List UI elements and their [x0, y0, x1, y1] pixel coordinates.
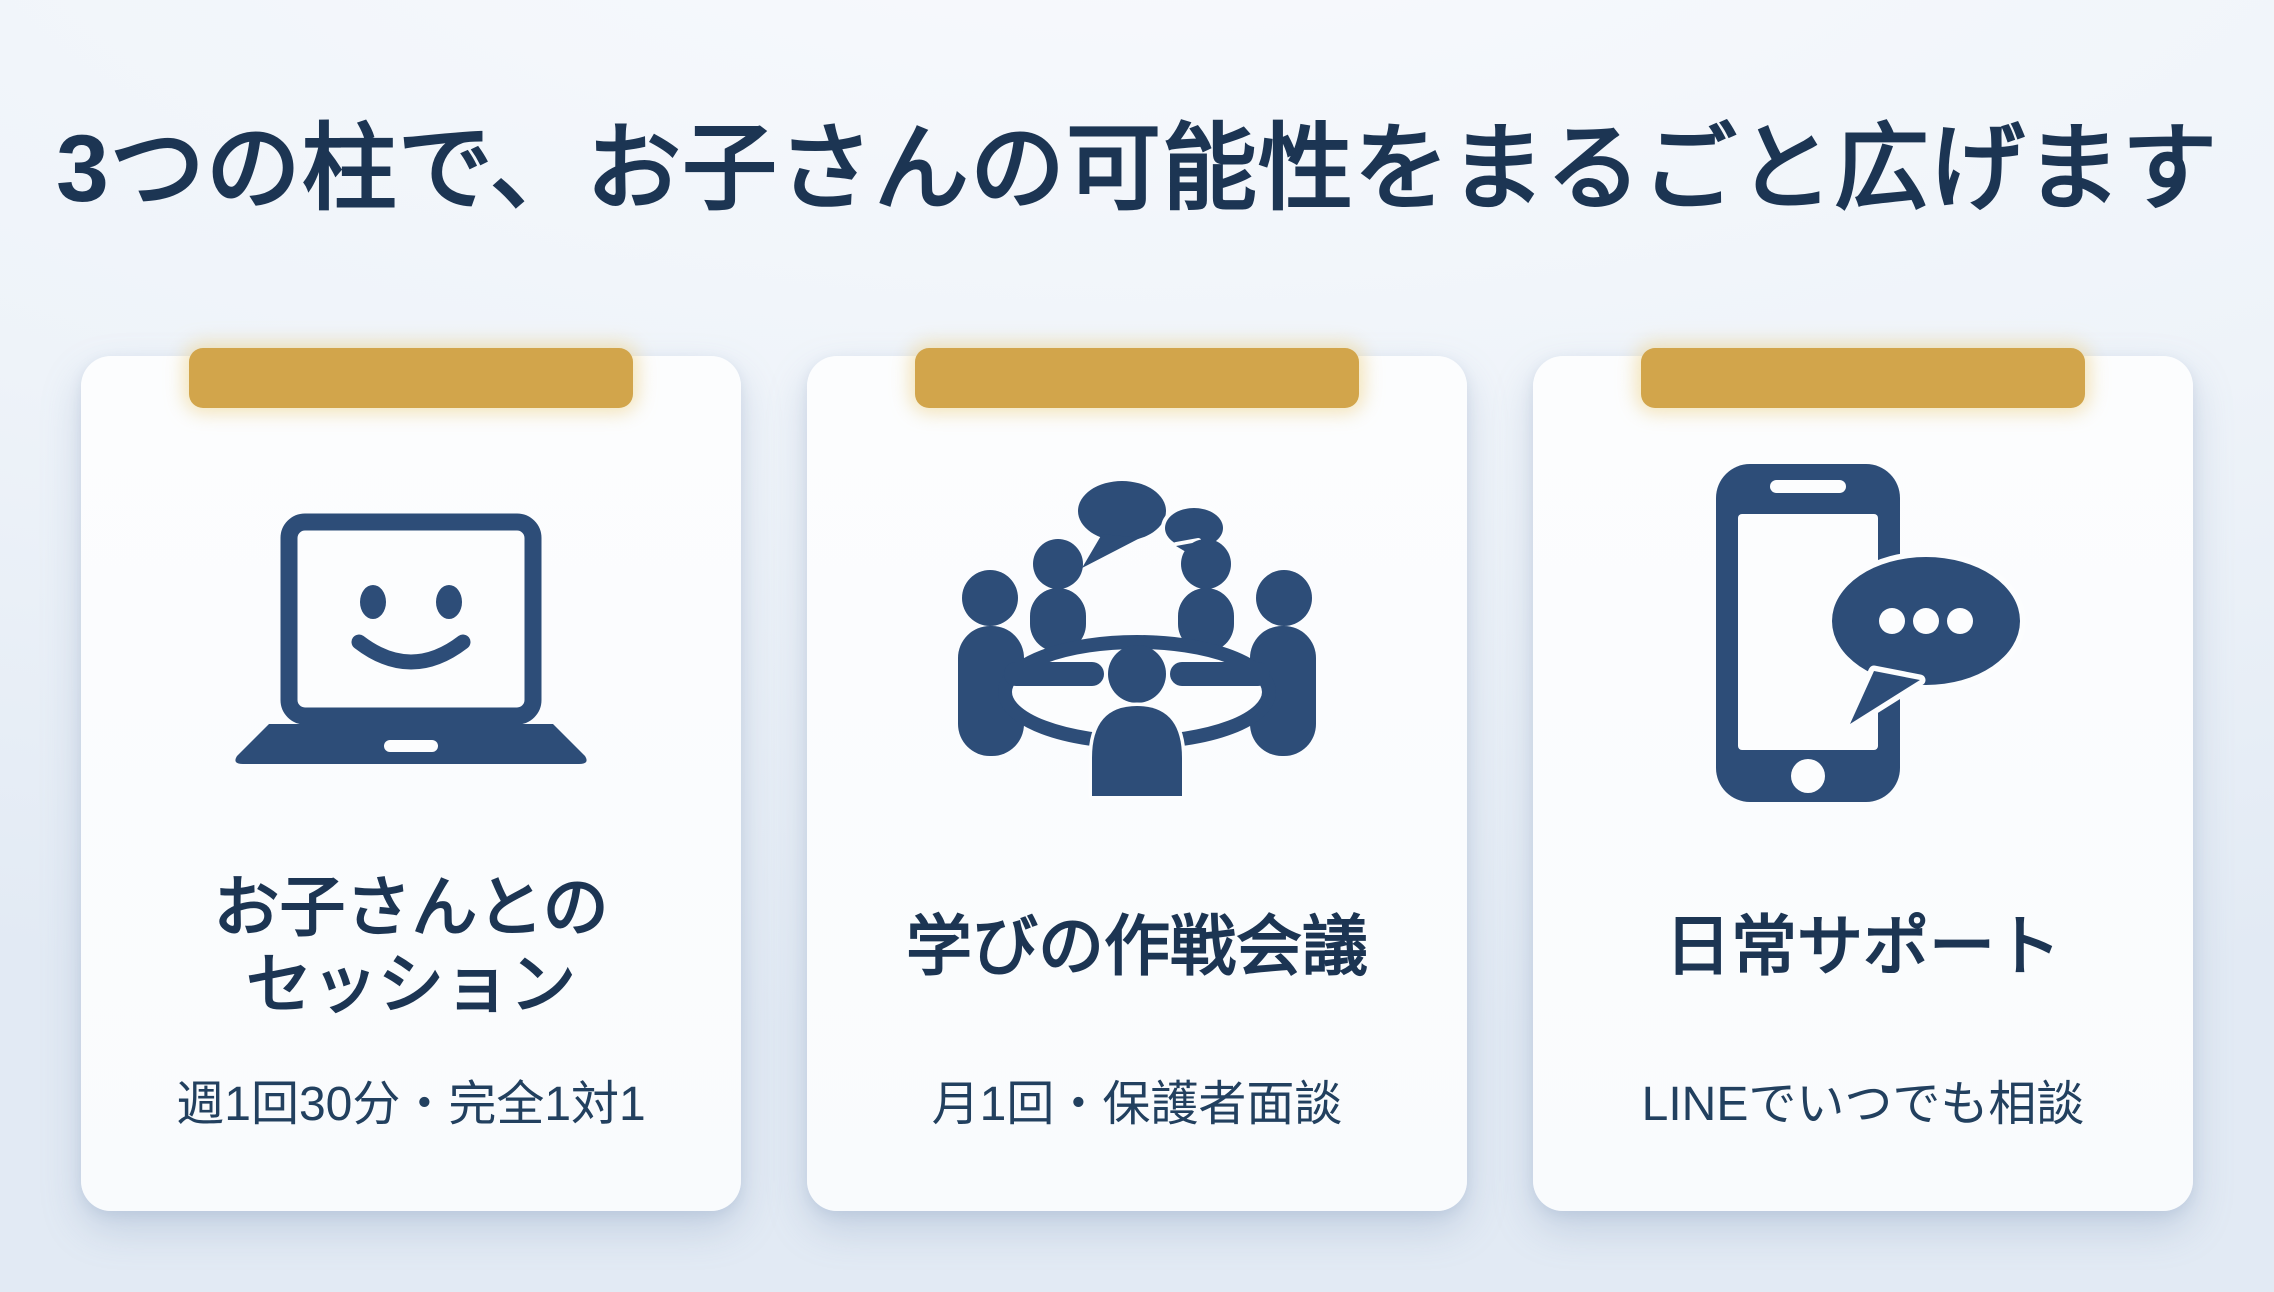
pillar-cards-row: お子さんとの セッション 週1回30分・完全1対1 [0, 347, 2274, 1211]
card-subtitle: 週1回30分・完全1対1 [176, 1077, 646, 1131]
card-title: お子さんとの セッション [213, 866, 608, 1026]
card-subtitle: 月1回・保護者面談 [931, 1077, 1343, 1131]
page-title: 3つの柱で、お子さんの可能性をまるごと広げます [55, 116, 2219, 222]
pillar-card-child-session: お子さんとの セッション 週1回30分・完全1対1 [81, 347, 741, 1211]
meeting-table-icon [942, 426, 1332, 866]
card-title-line: セッション [246, 946, 576, 1021]
laptop-smile-icon [221, 426, 601, 866]
card-accent-tab [1641, 347, 2085, 408]
card-accent-tab [915, 347, 1359, 408]
card-subtitle: LINEでいつでも相談 [1641, 1077, 2085, 1131]
card-title-line: お子さんとの [213, 870, 609, 945]
card-title: 学びの作戦会議 [906, 866, 1368, 1026]
phone-chat-icon [1698, 426, 2028, 866]
card-accent-tab [189, 347, 633, 408]
pillar-card-daily-support: 日常サポート LINEでいつでも相談 [1533, 347, 2193, 1211]
card-title-line: 日常サポート [1665, 908, 2061, 983]
card-title: 日常サポート [1665, 866, 2061, 1026]
card-title-line: 学びの作戦会議 [906, 908, 1368, 983]
pillar-card-strategy-meeting: 学びの作戦会議 月1回・保護者面談 [807, 347, 1467, 1211]
